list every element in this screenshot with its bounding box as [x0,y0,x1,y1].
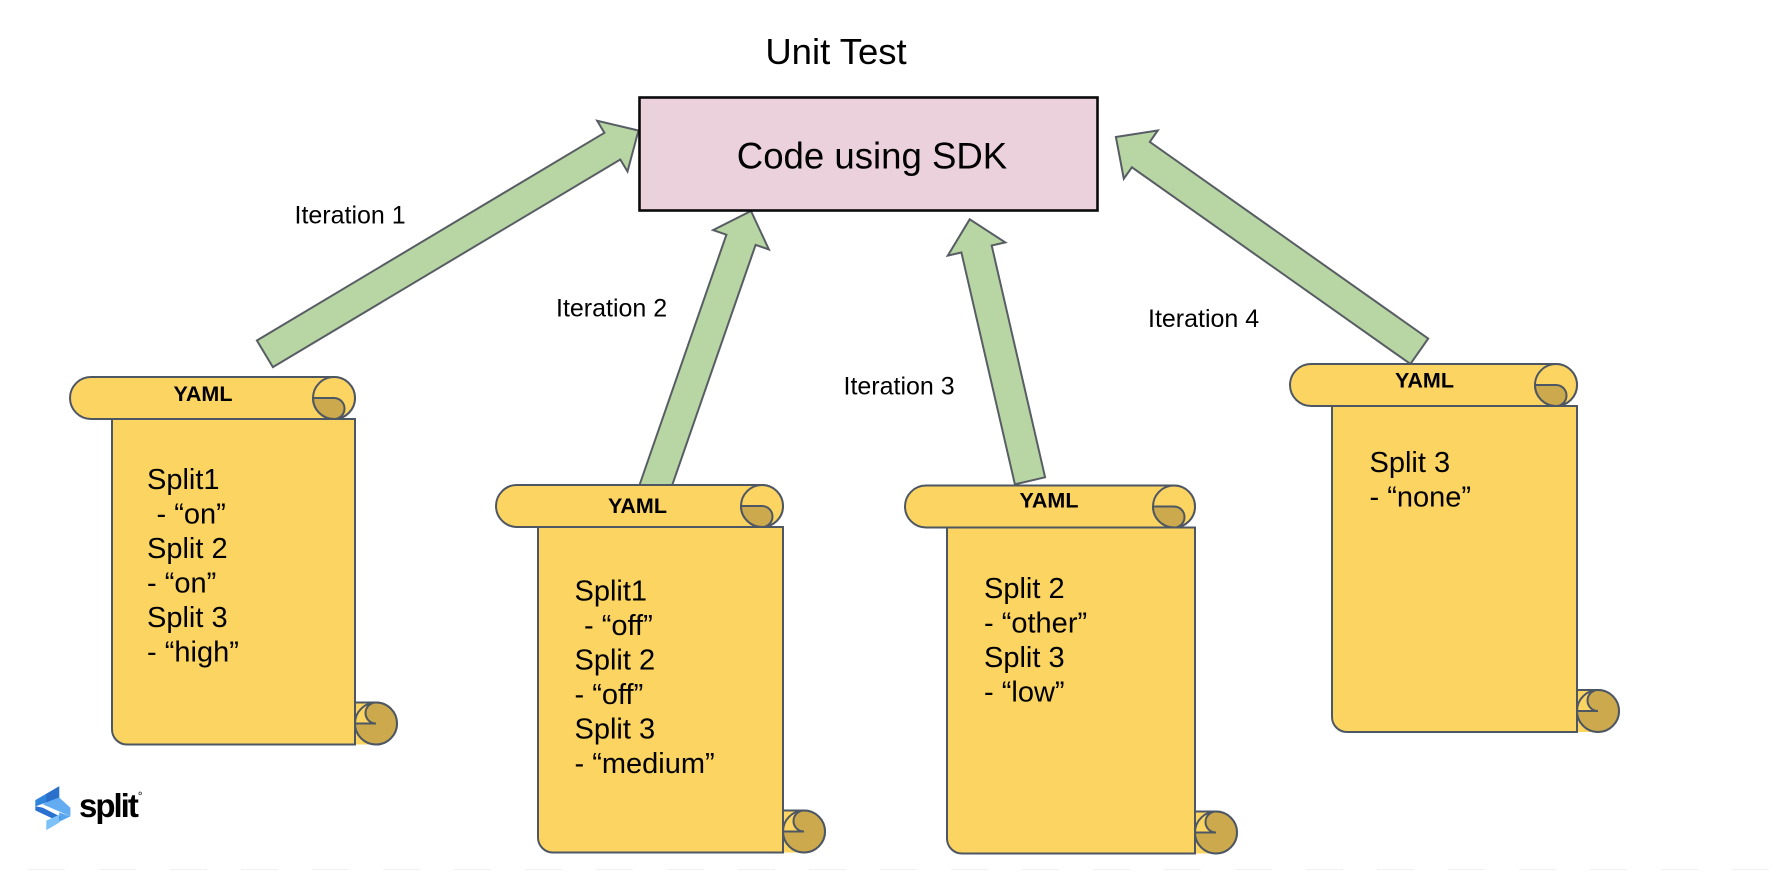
svg-text:Split 2: Split 2 [147,533,228,565]
svg-text:- “off”: - “off” [575,679,644,711]
svg-text:YAML: YAML [608,494,667,518]
svg-text:Split 2: Split 2 [984,573,1065,605]
svg-text:Code using SDK: Code using SDK [737,136,1007,177]
svg-text:YAML: YAML [1020,489,1079,513]
svg-text:- “low”: - “low” [984,676,1065,708]
svg-text:YAML: YAML [174,382,233,406]
svg-text:Split 3: Split 3 [1370,447,1451,479]
svg-text:Iteration 1: Iteration 1 [295,202,406,230]
svg-text:- “medium”: - “medium” [575,748,715,780]
svg-text:- “none”: - “none” [1370,482,1472,514]
svg-text:Iteration 4: Iteration 4 [1148,305,1259,333]
svg-text:- “high”: - “high” [147,636,239,668]
svg-text:Iteration 2: Iteration 2 [556,295,667,323]
svg-text:- “other”: - “other” [984,607,1087,639]
svg-text:split: split [79,787,139,824]
svg-text:Iteration 3: Iteration 3 [844,373,955,401]
svg-text:Unit Test: Unit Test [765,31,906,72]
svg-text:Split 2: Split 2 [575,645,656,677]
svg-text:- “on”: - “on” [147,567,216,599]
svg-text:YAML: YAML [1395,369,1454,393]
svg-text:Split1: Split1 [575,576,648,608]
svg-text:Split 3: Split 3 [984,642,1065,674]
svg-text:Split1: Split1 [147,464,220,496]
svg-text:- “off”: - “off” [584,610,653,642]
svg-text:Split 3: Split 3 [575,714,656,746]
svg-text:- “on”: - “on” [157,498,226,530]
svg-text:Split 3: Split 3 [147,602,228,634]
